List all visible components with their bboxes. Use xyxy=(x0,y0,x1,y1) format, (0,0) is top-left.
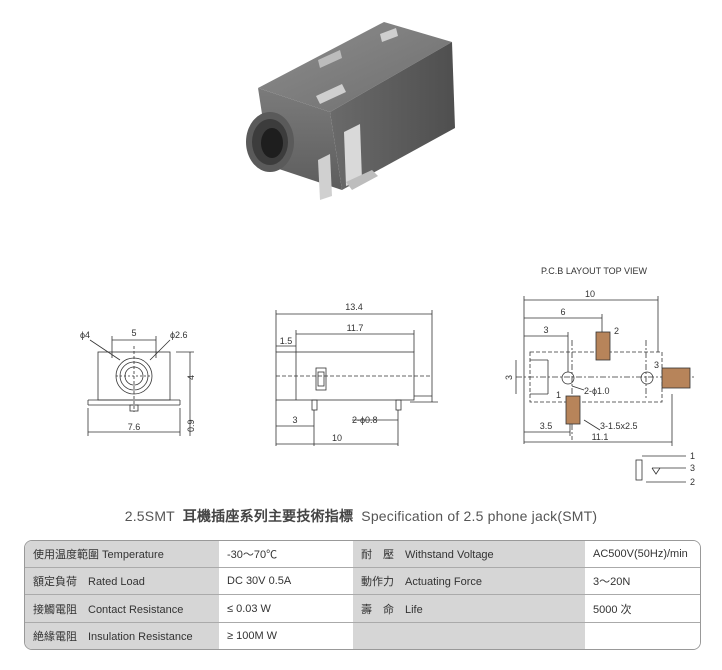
spec-label: 壽 命 Life xyxy=(353,594,585,623)
front-width-top-label: 5 xyxy=(131,328,136,338)
spec-label: 接觸電阻 Contact Resistance xyxy=(25,594,219,623)
spec-value: ≤ 0.03 W xyxy=(219,594,353,623)
engineering-drawings: P.C.B LAYOUT TOP VIEW ϕ4 5 ϕ2.6 4 7.6 0.… xyxy=(80,266,695,487)
side-pin-dia-label: 2-ϕ0.8 xyxy=(352,415,378,425)
table-row: 額定負荷 Rated Load DC 30V 0.5A 動作力 Actuatin… xyxy=(25,567,700,596)
side-pin-offset-label: 3 xyxy=(292,415,297,425)
front-dia-ring-label: ϕ2.6 xyxy=(170,330,188,340)
pcb-pin-label-2: 2 xyxy=(614,326,619,336)
spec-value xyxy=(585,622,700,649)
pcb-dim-6-label: 6 xyxy=(560,307,565,317)
spec-value: AC500V(50Hz)/min xyxy=(585,541,700,569)
front-dia-hole-label: ϕ4 xyxy=(80,330,90,340)
spec-value: DC 30V 0.5A xyxy=(219,567,353,596)
contact-tab xyxy=(316,84,346,104)
spec-value: ≥ 100M W xyxy=(219,622,353,649)
spec-value: 5000 次 xyxy=(585,594,700,623)
side-nose-label: 1.5 xyxy=(280,336,293,346)
pcb-pad-3 xyxy=(661,367,691,389)
spec-label xyxy=(353,622,585,649)
jack-schematic xyxy=(635,455,686,483)
product-photo xyxy=(246,22,455,200)
side-pin-span-label: 10 xyxy=(332,433,342,443)
spec-value: 3～20N xyxy=(585,567,700,596)
side-length-total-label: 13.4 xyxy=(345,302,363,312)
pcb-title: P.C.B LAYOUT TOP VIEW xyxy=(541,266,648,276)
spec-label: 耐 壓 Withstand Voltage xyxy=(353,541,585,569)
spec-label: 額定負荷 Rated Load xyxy=(25,567,219,596)
front-view xyxy=(87,336,194,436)
spec-table: 使用温度範圍 Temperature -30～70℃ 耐 壓 Withstand… xyxy=(24,540,701,650)
front-height-label: 4 xyxy=(186,375,196,380)
schematic-pin-3: 3 xyxy=(690,463,695,473)
front-base-height-label: 0.9 xyxy=(186,419,196,432)
pcb-pad-1 xyxy=(565,395,581,425)
pcb-pad-size-label: 3-1.5x2.5 xyxy=(600,421,638,431)
jack-top-face xyxy=(258,22,452,112)
table-row: 接觸電阻 Contact Resistance ≤ 0.03 W 壽 命 Lif… xyxy=(25,594,700,623)
pcb-pin-label-1: 1 xyxy=(556,390,561,400)
front-width-bottom-label: 7.6 xyxy=(128,422,141,432)
table-row: 使用温度範圍 Temperature -30～70℃ 耐 壓 Withstand… xyxy=(25,541,700,569)
spec-label: 絶緣電阻 Insulation Resistance xyxy=(25,622,219,649)
pcb-pad-2 xyxy=(595,331,611,361)
pcb-width-label: 10 xyxy=(585,289,595,299)
pcb-dim-3-label: 3 xyxy=(543,325,548,335)
side-length-body-label: 11.7 xyxy=(347,323,364,333)
spec-title-chinese: 耳機插座系列主要技術指標 xyxy=(182,508,354,524)
spec-title-prefix: 2.5SMT xyxy=(124,508,175,524)
spec-value: -30～70℃ xyxy=(219,541,353,569)
spec-title-english: Specification of 2.5 phone jack(SMT) xyxy=(361,508,598,524)
pcb-height-label: 3 xyxy=(504,375,514,380)
pcb-pads xyxy=(565,331,691,425)
table-row: 絶緣電阻 Insulation Resistance ≥ 100M W xyxy=(25,622,700,649)
pcb-hole-dia-label: 2-ϕ1.0 xyxy=(584,386,610,396)
side-view xyxy=(275,310,438,446)
schematic-pin-2: 2 xyxy=(690,477,695,487)
spec-title: 2.5SMT 耳機插座系列主要技術指標 Specification of 2.5… xyxy=(0,506,722,526)
pcb-dim-3-5-label: 3.5 xyxy=(540,421,553,431)
pcb-pin-label-3: 3 xyxy=(654,360,659,370)
pcb-dim-11-1-label: 11.1 xyxy=(592,432,609,442)
schematic-pin-1: 1 xyxy=(690,451,695,461)
jack-side-face xyxy=(330,42,455,190)
spec-label: 動作力 Actuating Force xyxy=(353,567,585,596)
spec-label: 使用温度範圍 Temperature xyxy=(25,541,219,569)
